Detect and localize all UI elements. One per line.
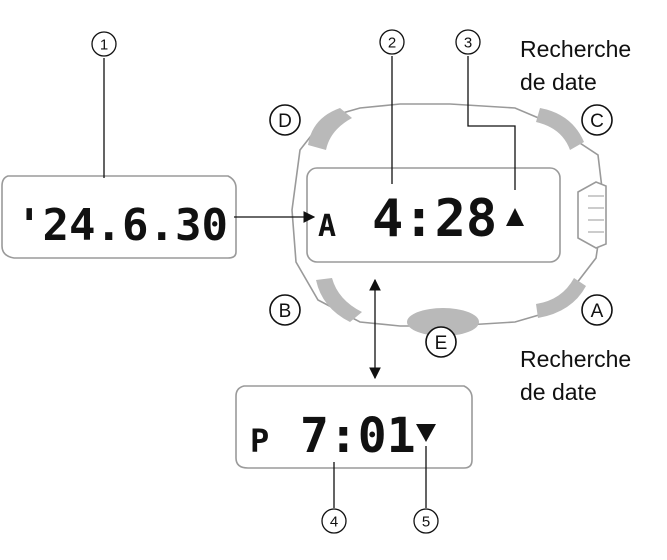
svg-text:1: 1 (100, 37, 108, 54)
button-c-label: C (581, 104, 613, 136)
top-right-label-line2: de date (520, 69, 597, 95)
main-display-time: 4:28 (372, 189, 497, 249)
button-b-guard (316, 278, 362, 322)
callout-5: 5 (413, 508, 439, 534)
button-e[interactable] (407, 308, 479, 336)
button-e-label: E (425, 326, 457, 358)
callout-2: 2 (379, 29, 405, 55)
svg-text:2: 2 (388, 35, 396, 52)
left-display-year: '24. (16, 200, 122, 251)
left-date-display (1, 175, 237, 259)
top-right-label-line1: Recherche (520, 36, 631, 62)
callout-4: 4 (321, 508, 347, 534)
bottom-display-time: 7:01 (300, 408, 416, 464)
button-a-guard (536, 278, 586, 318)
main-display-indicator: A (318, 209, 336, 244)
svg-text:D: D (278, 111, 292, 132)
callout-3: 3 (455, 29, 481, 55)
svg-text:C: C (590, 111, 604, 132)
svg-text:E: E (435, 333, 448, 354)
button-d-guard (308, 108, 352, 150)
bottom-right-label-line1: Recherche (520, 346, 631, 372)
bottom-display-lcd (235, 385, 473, 469)
svg-text:B: B (279, 301, 292, 322)
button-d-label: D (269, 104, 301, 136)
crown (577, 181, 607, 249)
bottom-right-label-line2: de date (520, 379, 597, 405)
svg-text:3: 3 (464, 35, 472, 52)
callout-1: 1 (91, 31, 117, 57)
callout-3-leader (467, 56, 516, 190)
svg-text:5: 5 (422, 514, 430, 531)
down-triangle-icon (416, 424, 436, 442)
button-c-guard (536, 108, 584, 150)
left-display-date: 6.30 (122, 200, 228, 251)
bottom-display-indicator: P (250, 422, 269, 460)
svg-text:A: A (591, 301, 604, 322)
button-b-label: B (269, 294, 301, 326)
up-triangle-icon (506, 208, 524, 226)
button-a-label: A (581, 294, 613, 326)
svg-text:4: 4 (330, 514, 338, 531)
